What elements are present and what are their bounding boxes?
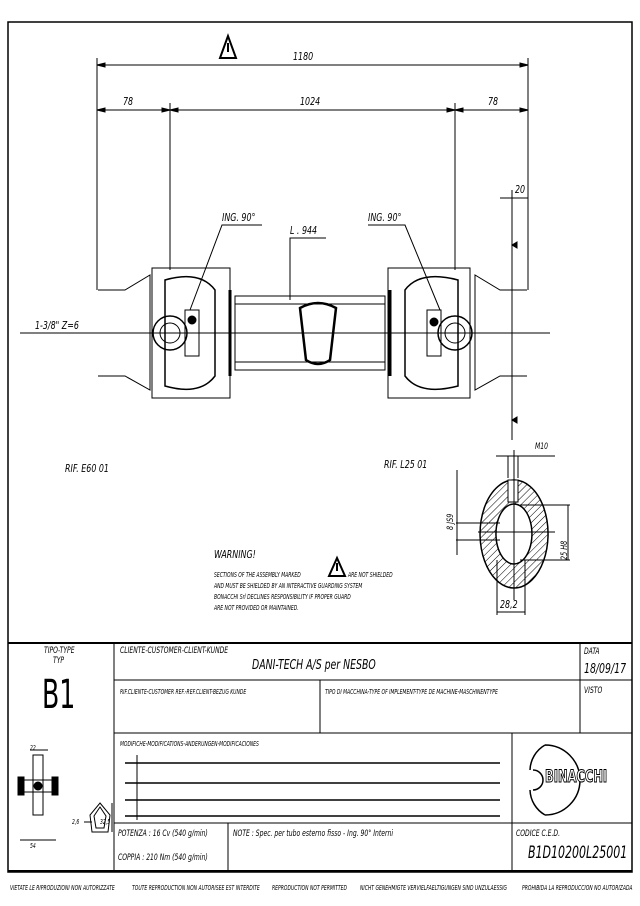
shaft-tube (234, 295, 386, 371)
bore-size: 25 H8 (560, 540, 570, 560)
cross-dim: 2,6 (72, 818, 80, 826)
warning-title: WARNING! (214, 548, 256, 561)
footer-notice: TOUTE REPRODUCTION NON AUTORISEE EST INT… (132, 884, 260, 892)
tube-length: L . 944 (290, 224, 318, 237)
date-label: DATA (584, 647, 600, 657)
footer-notice: NICHT GENEHMIGTE VERVIELFAELTIGUNGEN SIN… (360, 884, 507, 892)
type-value: B1 (42, 672, 76, 718)
type-label-2: TYP (53, 656, 65, 666)
spline-spec: 1-3/8" Z=6 (35, 319, 79, 332)
footer-notice: PROHIBIDA LA REPRODUCCION NO AUTORIZADA (522, 884, 633, 892)
type-label: TIPO-TYPE (44, 646, 75, 656)
date-value: 18/09/17 (584, 662, 627, 677)
key-size: 8 JS9 (446, 513, 456, 530)
code-value: B1D10200L25001 (528, 843, 628, 863)
dim-total: 1180 (293, 50, 314, 63)
joint-left: ING. 90° (222, 211, 256, 224)
cross-dim: 22 (30, 744, 36, 752)
warning-triangle-icon (218, 33, 238, 59)
dim-mid: 1024 (300, 95, 321, 108)
modifications-label: MODIFICHE-MODIFICATIONS-ANDERUNGEN-MODIF… (120, 740, 259, 748)
logo-text: BINACCHI (545, 767, 608, 788)
warning-line: ARE NOT SHIELDED (348, 571, 393, 579)
logo-mark (529, 744, 581, 816)
torque-rating: COPPIA : 210 Nm (540 g/min) (118, 853, 208, 863)
client-label: CLIENTE-CUSTOMER-CLIENT-KUNDE (120, 646, 229, 656)
code-label: CODICE C.E.D. (516, 829, 561, 839)
machine-label: TIPO DI MACCHINA-TYPE OF IMPLEMENT-TYPE … (325, 688, 498, 696)
warning-triangle-icon-inline (327, 555, 347, 577)
power-rating: POTENZA : 16 Cv (540 g/min) (118, 829, 208, 839)
ref-right: RIF. L25 01 (384, 458, 428, 471)
visto-label: VISTO (584, 686, 603, 696)
warning-line: ARE NOT PROVIDED OR MAINTAINED. (214, 604, 299, 612)
footer-notice: VIETATE LE RIPRODUZIONI NON AUTORIZZATE (10, 884, 115, 892)
cross-sketch (17, 749, 113, 841)
section-height: 28,2 (500, 598, 518, 611)
warning-line: BONACCHI Srl DECLINES RESPONSIBILITY IF … (214, 593, 351, 601)
client-value: DANI-TECH A/S per NESBO (252, 658, 376, 673)
dim-offset: 20 (515, 183, 526, 196)
note: NOTE : Spec. per tubo esterno fisso - In… (233, 829, 394, 839)
thread-size: M10 (535, 442, 548, 452)
ref-left: RIF. E60 01 (65, 462, 109, 475)
footer-notice: REPRODUCTION NOT PERMITTED (272, 884, 348, 892)
left-yoke (98, 267, 232, 399)
ref-label: RIF.CLIENTE-CUSTOMER REF.-REF.CLIENT-BEZ… (120, 688, 247, 696)
dim-right: 78 (488, 95, 499, 108)
cross-dim: 32,5 (100, 818, 111, 826)
dimension-lines (96, 58, 529, 440)
right-yoke (387, 267, 527, 399)
cross-dim: 54 (30, 842, 36, 850)
joint-right: ING. 90° (368, 211, 402, 224)
dim-left: 78 (123, 95, 134, 108)
warning-line: SECTIONS OF THE ASSEMBLY MARKED (214, 571, 301, 579)
section-view (456, 450, 570, 615)
warning-line: AND MUST BE SHIELDED BY AN INTERACTIVE G… (214, 582, 363, 590)
